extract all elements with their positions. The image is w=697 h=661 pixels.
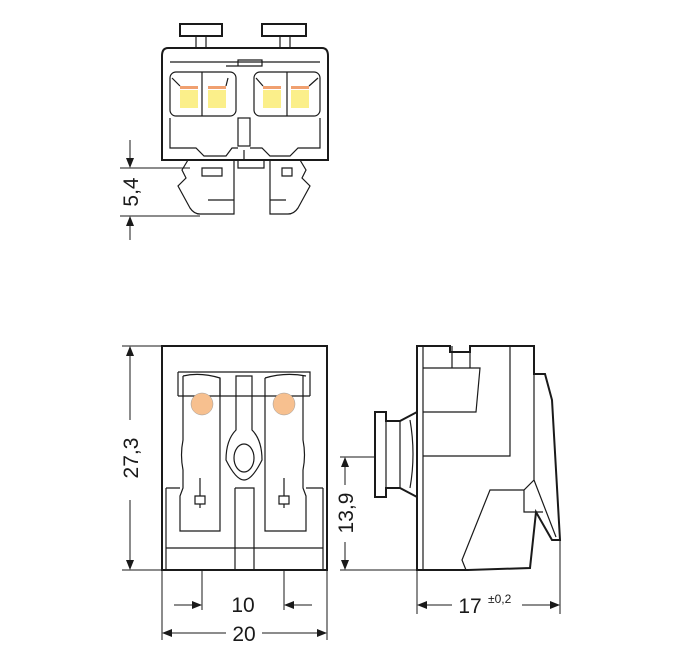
contact-window: [180, 90, 198, 108]
dim-pitch: 10: [231, 594, 254, 617]
release-button-right: [261, 23, 307, 37]
screw-slot-icon: [233, 443, 255, 473]
front-body: [161, 345, 328, 571]
dim-pin-height: 13,9: [335, 493, 358, 534]
side-view: 13,9 17 ±0,2: [335, 345, 562, 618]
dim-top-height: 5,4: [120, 177, 143, 207]
led-left: [190, 392, 214, 416]
top-view: 5,4: [120, 23, 329, 240]
front-view: 27,3 10 20: [120, 345, 328, 646]
side-body: [416, 345, 562, 571]
dim-front-height: 27,3: [120, 438, 143, 479]
dim-width: 20: [232, 623, 255, 646]
release-button-left: [179, 23, 223, 37]
led-right: [272, 392, 296, 416]
dim-depth-tolerance: ±0,2: [488, 592, 512, 606]
dim-depth: 17: [458, 595, 481, 618]
